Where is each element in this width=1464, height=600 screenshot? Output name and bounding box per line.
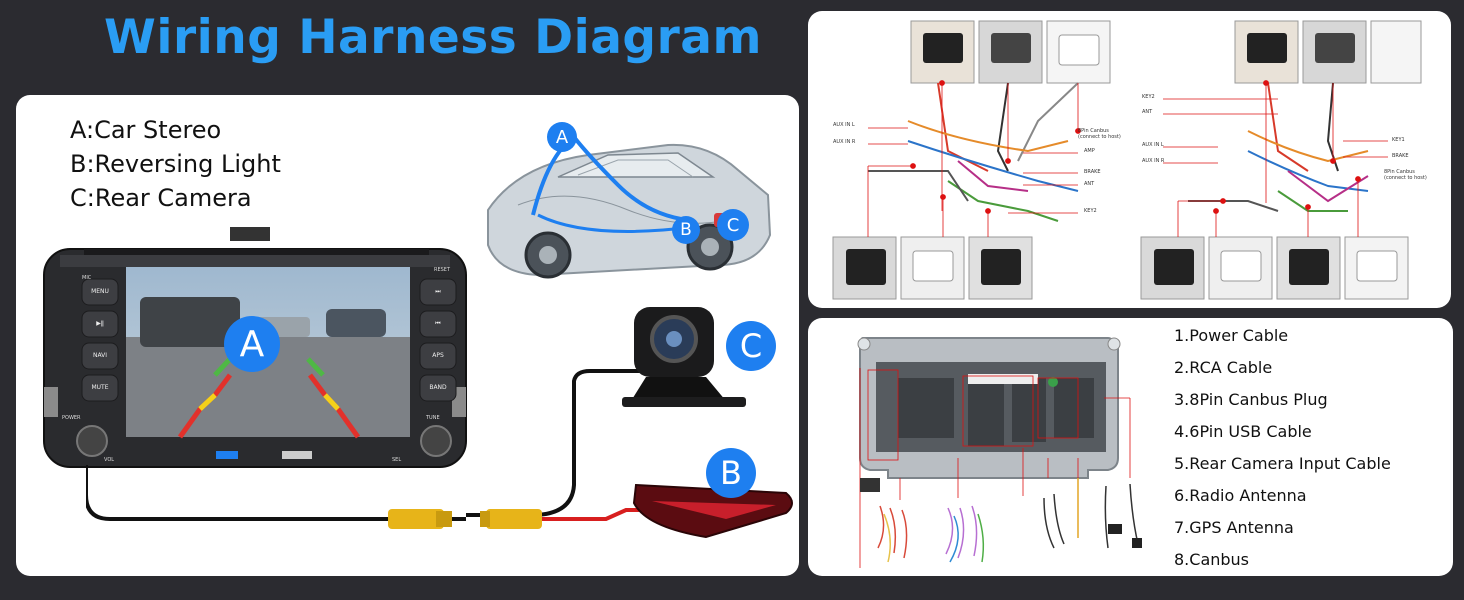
label-key2-right: KEY2 <box>1142 94 1155 100</box>
label-aux-in-l-right: AUX IN L <box>1142 142 1164 148</box>
label-8pin-canbus: 8Pin Canbus <box>1078 128 1109 134</box>
play-pause-button-label: ▶ǁ <box>96 320 104 327</box>
camera-cable-illustration <box>86 307 793 539</box>
part-item-4: 4.6Pin USB Cable <box>1174 422 1312 441</box>
marker-a-large: A <box>224 316 280 372</box>
sel-label: SEL <box>392 457 402 463</box>
label-key2: KEY2 <box>1084 208 1097 214</box>
legend-item-c: C:Rear Camera <box>70 184 252 212</box>
power-label: POWER <box>62 415 81 421</box>
label-connect-to-host: (connect to host) <box>1078 134 1121 140</box>
label-key1-right: KEY1 <box>1392 137 1405 143</box>
legend-item-a: A:Car Stereo <box>70 116 222 144</box>
navi-button-label: NAVI <box>92 352 108 359</box>
car-illustration <box>487 134 772 279</box>
label-aux-in-r: AUX IN R <box>833 139 856 145</box>
marker-c-large: C <box>726 321 776 371</box>
part-item-7: 7.GPS Antenna <box>1174 518 1294 537</box>
label-connect-to-host-right: (connect to host) <box>1384 175 1427 181</box>
label-aux-in-l: AUX IN L <box>833 122 855 128</box>
mic-label: MIC <box>82 275 92 281</box>
parts-panel: 1.Power Cable 2.RCA Cable 3.8Pin Canbus … <box>808 318 1453 576</box>
mute-button-label: MUTE <box>91 384 109 391</box>
label-ant: ANT <box>1084 181 1095 187</box>
marker-a-small: A <box>547 122 577 152</box>
tune-label: TUNE <box>426 415 440 421</box>
reset-label: RESET <box>434 267 451 273</box>
band-button-label: BAND <box>429 384 447 391</box>
label-amp: AMP <box>1084 148 1095 154</box>
page-title: Wiring Harness Diagram <box>104 10 762 65</box>
part-item-8: 8.Canbus <box>1174 550 1250 569</box>
prev-button-label: ⏮ <box>435 320 441 327</box>
harness-diagrams <box>832 20 1422 300</box>
label-ant-right: ANT <box>1142 109 1153 115</box>
marker-c-small: C <box>717 209 749 241</box>
marker-b-small: B <box>672 216 700 244</box>
unit-rear-illustration <box>857 337 1142 568</box>
label-aux-in-r-right: AUX IN R <box>1142 158 1165 164</box>
part-item-5: 5.Rear Camera Input Cable <box>1174 454 1391 473</box>
label-brake: BRAKE <box>1084 169 1101 175</box>
vol-label: VOL <box>104 457 115 463</box>
part-item-3: 3.8Pin Canbus Plug <box>1174 390 1328 409</box>
aps-button-label: APS <box>432 352 444 359</box>
legend: A:Car Stereo B:Reversing Light C:Rear Ca… <box>70 113 281 215</box>
marker-b-large: B <box>706 448 756 498</box>
label-brake-right: BRAKE <box>1392 153 1409 159</box>
parts-list: 1.Power Cable 2.RCA Cable 3.8Pin Canbus … <box>1174 320 1391 576</box>
next-button-label: ⏭ <box>435 288 441 295</box>
overview-panel: A:Car Stereo B:Reversing Light C:Rear Ca… <box>16 95 799 576</box>
harness-diagram-panel: AUX IN L AUX IN R 8Pin Canbus (connect t… <box>808 11 1451 308</box>
legend-item-b: B:Reversing Light <box>70 150 281 178</box>
menu-button-label: MENU <box>91 288 109 295</box>
part-item-2: 2.RCA Cable <box>1174 358 1273 377</box>
part-item-6: 6.Radio Antenna <box>1174 486 1307 505</box>
label-8pin-canbus-right: 8Pin Canbus <box>1384 169 1415 175</box>
part-item-1: 1.Power Cable <box>1174 326 1289 345</box>
